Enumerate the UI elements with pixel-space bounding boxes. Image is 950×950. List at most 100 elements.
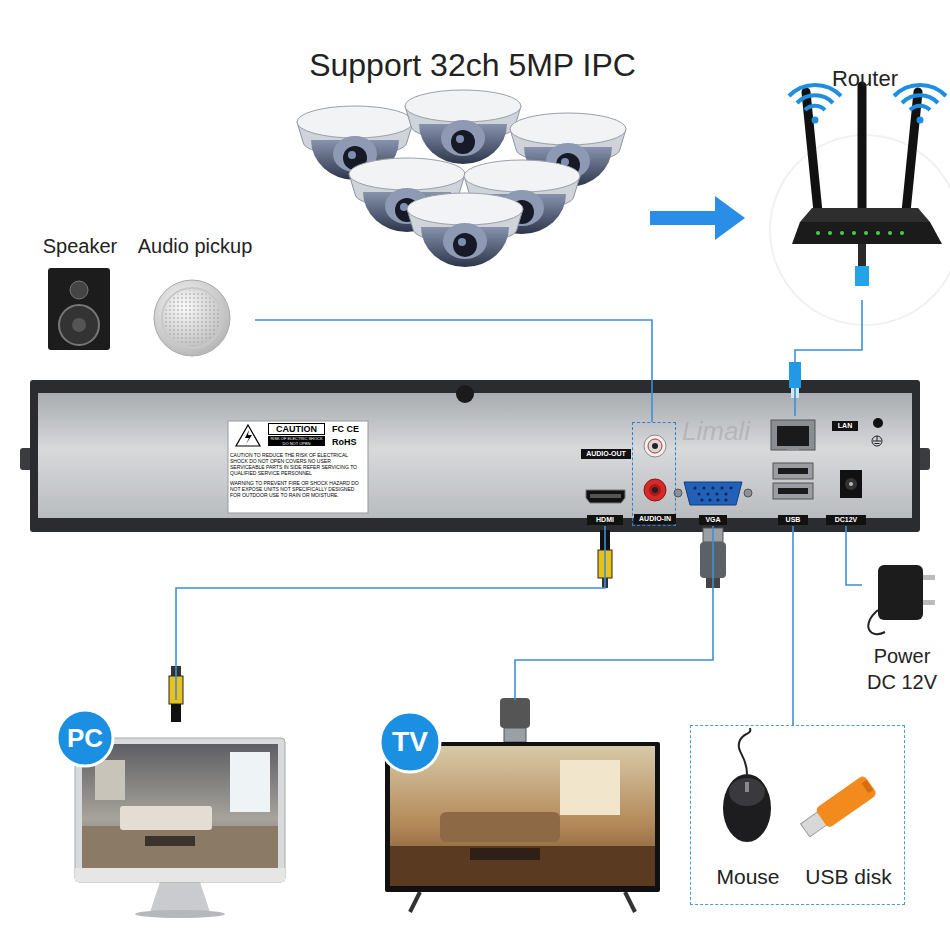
- router-illustration-part: [852, 231, 856, 235]
- vga-socket-part: [706, 492, 709, 495]
- audio-jacks-part: [644, 479, 666, 501]
- cable-line: [795, 300, 862, 416]
- port-label: USB: [778, 515, 808, 525]
- caution-sticker: [228, 421, 368, 513]
- tv-illustration-part: [380, 712, 440, 772]
- pc-monitor-illustration-part: [135, 910, 225, 918]
- camera-illustration: [297, 90, 626, 267]
- lan-usb-dc-sockets-part: [840, 470, 862, 498]
- hdmi-socket: [586, 490, 625, 503]
- tv-screen: TV: [375, 700, 665, 915]
- heading-text: Support 32ch 5MP IPC: [255, 45, 690, 85]
- arrow-head: [715, 196, 745, 240]
- pc-monitor-illustration-part: [82, 744, 278, 868]
- camera-illustration-part: [405, 90, 521, 164]
- usb-disk-illustration: [798, 775, 877, 841]
- port-label: VGA: [699, 515, 727, 525]
- vga-socket-part: [716, 498, 719, 501]
- lan-usb-dc-sockets: [771, 418, 883, 499]
- pc-monitor-illustration-part: [82, 826, 278, 868]
- nvr-chassis-part: [38, 393, 912, 518]
- mouse-illustration-part: [739, 728, 751, 774]
- lan-usb-dc-sockets-part: [845, 478, 857, 490]
- lan-usb-dc-sockets-part: [773, 463, 813, 479]
- caution-subtext: RISK OF ELECTRIC SHOCK DO NOT OPEN: [268, 436, 325, 446]
- vga-socket-part: [700, 498, 703, 501]
- vga-socket-part: [729, 486, 732, 489]
- audio-jacks-part: [644, 435, 666, 457]
- vga-socket-part: [697, 492, 700, 495]
- peripheral-group: MouseUSB disk: [690, 725, 905, 905]
- usb-disk-illustration-part: [862, 780, 874, 793]
- connector-line: [792, 526, 794, 725]
- vga-socket-part: [744, 489, 752, 497]
- power-adapter-illustration-part: [878, 565, 923, 620]
- audio-jacks-part: [652, 443, 658, 449]
- router-box: Router: [745, 60, 945, 300]
- cable-plugs-part: [504, 728, 526, 742]
- audio-jacks: [644, 435, 666, 501]
- vga-socket-part: [708, 498, 711, 501]
- mouse-illustration: [723, 728, 771, 842]
- vga-socket-part: [684, 482, 742, 505]
- cable-plugs: [169, 362, 801, 742]
- vga-socket-part: [724, 498, 727, 501]
- vga-socket-part: [693, 486, 696, 489]
- usb-port: USB: [768, 458, 818, 526]
- pc-monitor-illustration-part: [75, 868, 285, 882]
- device-label: Power DC 12V: [862, 643, 942, 695]
- flow-arrow: [650, 196, 745, 240]
- caution-sticker-part: [245, 430, 252, 444]
- nvr-chassis-part: [456, 385, 474, 403]
- warning-text: CAUTION TO REDUCE THE RISK OF ELECTRICAL…: [230, 452, 366, 476]
- cable-line: [515, 526, 713, 700]
- hdmi-socket-part: [586, 490, 625, 503]
- audio-pickup-illustration-part: [162, 288, 222, 348]
- hdmi-port: HDMI: [583, 486, 627, 526]
- device-label: USB disk: [796, 864, 901, 890]
- lan-usb-dc-sockets-part: [773, 483, 813, 499]
- audio-pickup-illustration-part: [164, 290, 220, 346]
- router-illustration-part: [876, 231, 880, 235]
- device-label: Audio pickup: [130, 234, 260, 258]
- mouse-illustration-part: [729, 778, 765, 806]
- connector-line: [650, 211, 715, 225]
- lan-usb-dc-sockets-part: [777, 426, 809, 446]
- port-label: AUDIO-IN: [634, 514, 676, 524]
- nvr-panel: CAUTIONRISK OF ELECTRIC SHOCK DO NOT OPE…: [30, 380, 920, 532]
- tv-illustration-part: [440, 812, 560, 842]
- lan-usb-dc-sockets-part: [873, 418, 883, 428]
- vga-socket-part: [715, 492, 718, 495]
- audio-pickup-illustration-part: [154, 280, 230, 356]
- cable-plugs-part: [500, 698, 530, 728]
- pc-monitor-illustration-part: [145, 836, 195, 846]
- tv-illustration-part: [390, 846, 655, 886]
- hdmi-socket-part: [590, 494, 621, 498]
- mouse-illustration-part: [723, 774, 771, 842]
- router-illustration-part: [888, 231, 892, 235]
- nvr-chassis-part: [30, 380, 920, 532]
- connector-line: [176, 526, 605, 700]
- port-label: DC12V: [826, 515, 866, 525]
- router-illustration-part: [900, 231, 904, 235]
- connector-line: [255, 320, 652, 422]
- camera-illustration-part: [407, 193, 523, 267]
- power-adapter-illustration: [868, 565, 935, 634]
- speaker-illustration-part: [48, 268, 110, 350]
- lan-usb-dc-sockets-part: [873, 436, 881, 444]
- router-illustration-part: [805, 106, 825, 110]
- badge-text: PC: [57, 710, 113, 766]
- router-illustration-part: [828, 231, 832, 235]
- router-illustration-part: [855, 266, 869, 286]
- pc-monitor-illustration: [57, 710, 285, 918]
- port-label: HDMI: [587, 515, 623, 525]
- router-illustration-part: [894, 85, 946, 96]
- cable-plugs-part: [171, 704, 181, 722]
- port-label: AUDIO-OUT: [581, 449, 631, 459]
- speaker-illustration-part: [59, 305, 99, 345]
- router-illustration-part: [858, 86, 867, 210]
- lan-usb-dc-sockets-part: [849, 482, 853, 486]
- cable-line: [793, 526, 794, 725]
